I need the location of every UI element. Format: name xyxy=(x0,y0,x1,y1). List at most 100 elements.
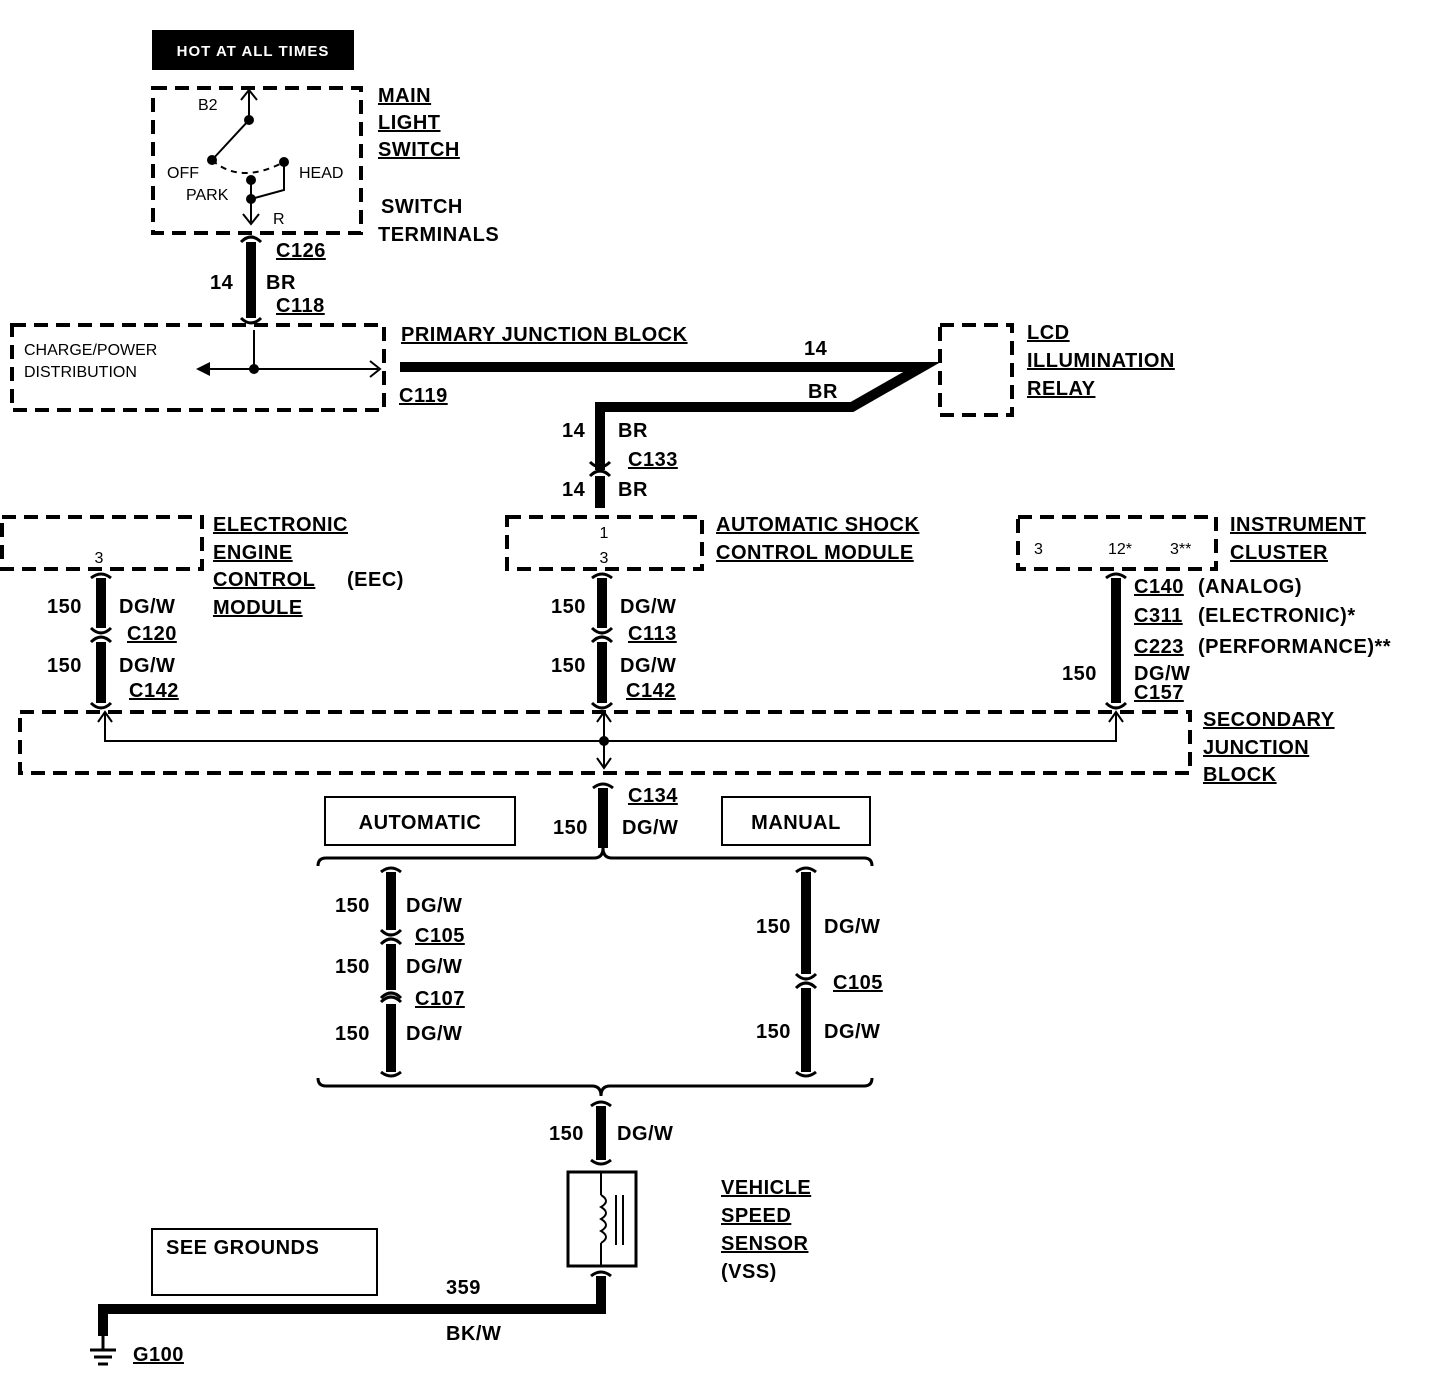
manual-color-a: DG/W xyxy=(824,916,880,938)
c126-label: C126 xyxy=(276,240,326,262)
c134-gauge: 150 xyxy=(553,817,588,839)
head-label: HEAD xyxy=(299,165,343,182)
c311-note: (ELECTRONIC)* xyxy=(1198,605,1356,627)
vss-coil-icon xyxy=(599,1172,624,1266)
pjb-internal-bus xyxy=(200,330,382,378)
c223-note: (PERFORMANCE)** xyxy=(1198,636,1391,658)
c105-label-manual: C105 xyxy=(833,972,883,994)
c142-label-a: C142 xyxy=(129,680,179,702)
lcd-illumination-relay-box xyxy=(938,323,1014,417)
lower-brace xyxy=(316,1077,874,1097)
automatic-box xyxy=(324,796,516,846)
c120-label: C120 xyxy=(127,623,177,645)
cluster-label-1: INSTRUMENT xyxy=(1230,514,1366,536)
automatic-shock-module-box xyxy=(505,515,704,571)
cluster-color: DG/W xyxy=(1134,663,1190,685)
eec-color-a: DG/W xyxy=(119,596,175,618)
c134-color: DG/W xyxy=(622,817,678,839)
wire-gauge-14-a: 14 xyxy=(210,272,234,294)
shock-pin-1: 1 xyxy=(600,525,609,542)
wire-eec-to-sjb xyxy=(89,572,113,710)
eec-suffix: (EEC) xyxy=(347,569,404,591)
wire-manual-branch xyxy=(794,866,818,1078)
charge-power-label-1: CHARGE/POWER xyxy=(24,342,157,359)
eec-gauge-a: 150 xyxy=(47,596,82,618)
charge-power-label-2: DISTRIBUTION xyxy=(24,364,137,381)
main-light-switch-label-3: SWITCH xyxy=(378,139,460,161)
c142-label-b: C142 xyxy=(626,680,676,702)
see-grounds-box xyxy=(151,1228,378,1296)
c311-label: C311 xyxy=(1134,605,1183,627)
automatic-label: AUTOMATIC xyxy=(359,812,482,834)
cluster-pin-b: 12* xyxy=(1108,541,1132,558)
eec-pin-3: 3 xyxy=(95,550,104,567)
ground-color: BK/W xyxy=(446,1323,501,1345)
c157-label: C157 xyxy=(1134,682,1184,704)
g100-label: G100 xyxy=(133,1344,184,1366)
manual-label: MANUAL xyxy=(751,812,841,834)
cluster-gauge: 150 xyxy=(1062,663,1097,685)
vss-abbr: (VSS) xyxy=(721,1261,777,1283)
eec-gauge-b: 150 xyxy=(47,655,82,677)
wire-pjb-to-lcd-relay xyxy=(400,362,941,470)
c107-label: C107 xyxy=(415,988,465,1010)
auto-color-b: DG/W xyxy=(406,956,462,978)
ground-gauge: 359 xyxy=(446,1277,481,1299)
eec-label-2: ENGINE xyxy=(213,542,293,564)
eec-color-b: DG/W xyxy=(119,655,175,677)
see-grounds-label: SEE GROUNDS xyxy=(166,1237,319,1259)
c134-label: C134 xyxy=(628,785,678,807)
shock-label-1: AUTOMATIC SHOCK xyxy=(716,514,919,536)
c223-label: C223 xyxy=(1134,636,1184,658)
primary-junction-block-label: PRIMARY JUNCTION BLOCK xyxy=(401,324,688,346)
ground-icon xyxy=(90,1336,116,1366)
vss-label-1: VEHICLE xyxy=(721,1177,811,1199)
c140-label: C140 xyxy=(1134,576,1184,598)
sjb-label-1: SECONDARY xyxy=(1203,709,1335,731)
hot-at-all-times-banner xyxy=(152,30,354,70)
cluster-pin-c: 3** xyxy=(1170,541,1191,558)
wire-gauge-14-d: 14 xyxy=(562,479,586,501)
off-label: OFF xyxy=(167,165,199,182)
cluster-label-2: CLUSTER xyxy=(1230,542,1328,564)
wire-color-br-d: BR xyxy=(618,479,648,501)
manual-box xyxy=(721,796,871,846)
vss-label-2: SPEED xyxy=(721,1205,791,1227)
primary-junction-block-box xyxy=(10,323,386,412)
upper-brace xyxy=(316,847,874,867)
c140-note: (ANALOG) xyxy=(1198,576,1302,598)
cluster-pin-a: 3 xyxy=(1034,541,1043,558)
instrument-cluster-box xyxy=(1016,515,1218,571)
shock-color-b: DG/W xyxy=(620,655,676,677)
eec-label-4: MODULE xyxy=(213,597,303,619)
main-light-switch-box xyxy=(151,86,363,235)
wire-automatic-branch xyxy=(379,866,403,1078)
vss-label-3: SENSOR xyxy=(721,1233,809,1255)
wire-color-br-c: BR xyxy=(618,420,648,442)
manual-gauge-a: 150 xyxy=(756,916,791,938)
b2-terminal-label: B2 xyxy=(198,97,218,114)
wire-shock-to-sjb xyxy=(590,572,614,710)
manual-gauge-b: 150 xyxy=(756,1021,791,1043)
auto-gauge-c: 150 xyxy=(335,1023,370,1045)
c113-label: C113 xyxy=(628,623,677,645)
wire-gauge-14-c: 14 xyxy=(562,420,586,442)
lcd-relay-label-3: RELAY xyxy=(1027,378,1096,400)
wire-color-br-b: BR xyxy=(808,381,838,403)
wire-to-ground xyxy=(98,1270,612,1336)
sjb-label-2: JUNCTION xyxy=(1203,737,1309,759)
sjb-internal-bus xyxy=(97,710,1124,770)
wire-gauge-14-b: 14 xyxy=(804,338,828,360)
shock-label-2: CONTROL MODULE xyxy=(716,542,914,564)
eec-label-1: ELECTRONIC xyxy=(213,514,348,536)
main-light-switch-label-1: MAIN xyxy=(378,85,431,107)
park-label: PARK xyxy=(186,187,229,204)
wire-c134 xyxy=(592,782,614,848)
c119-label: C119 xyxy=(399,385,448,407)
shock-gauge-b: 150 xyxy=(551,655,586,677)
vss-color: DG/W xyxy=(617,1123,673,1145)
lcd-relay-label-1: LCD xyxy=(1027,322,1070,344)
banner-text: HOT AT ALL TIMES xyxy=(177,43,330,60)
auto-gauge-b: 150 xyxy=(335,956,370,978)
